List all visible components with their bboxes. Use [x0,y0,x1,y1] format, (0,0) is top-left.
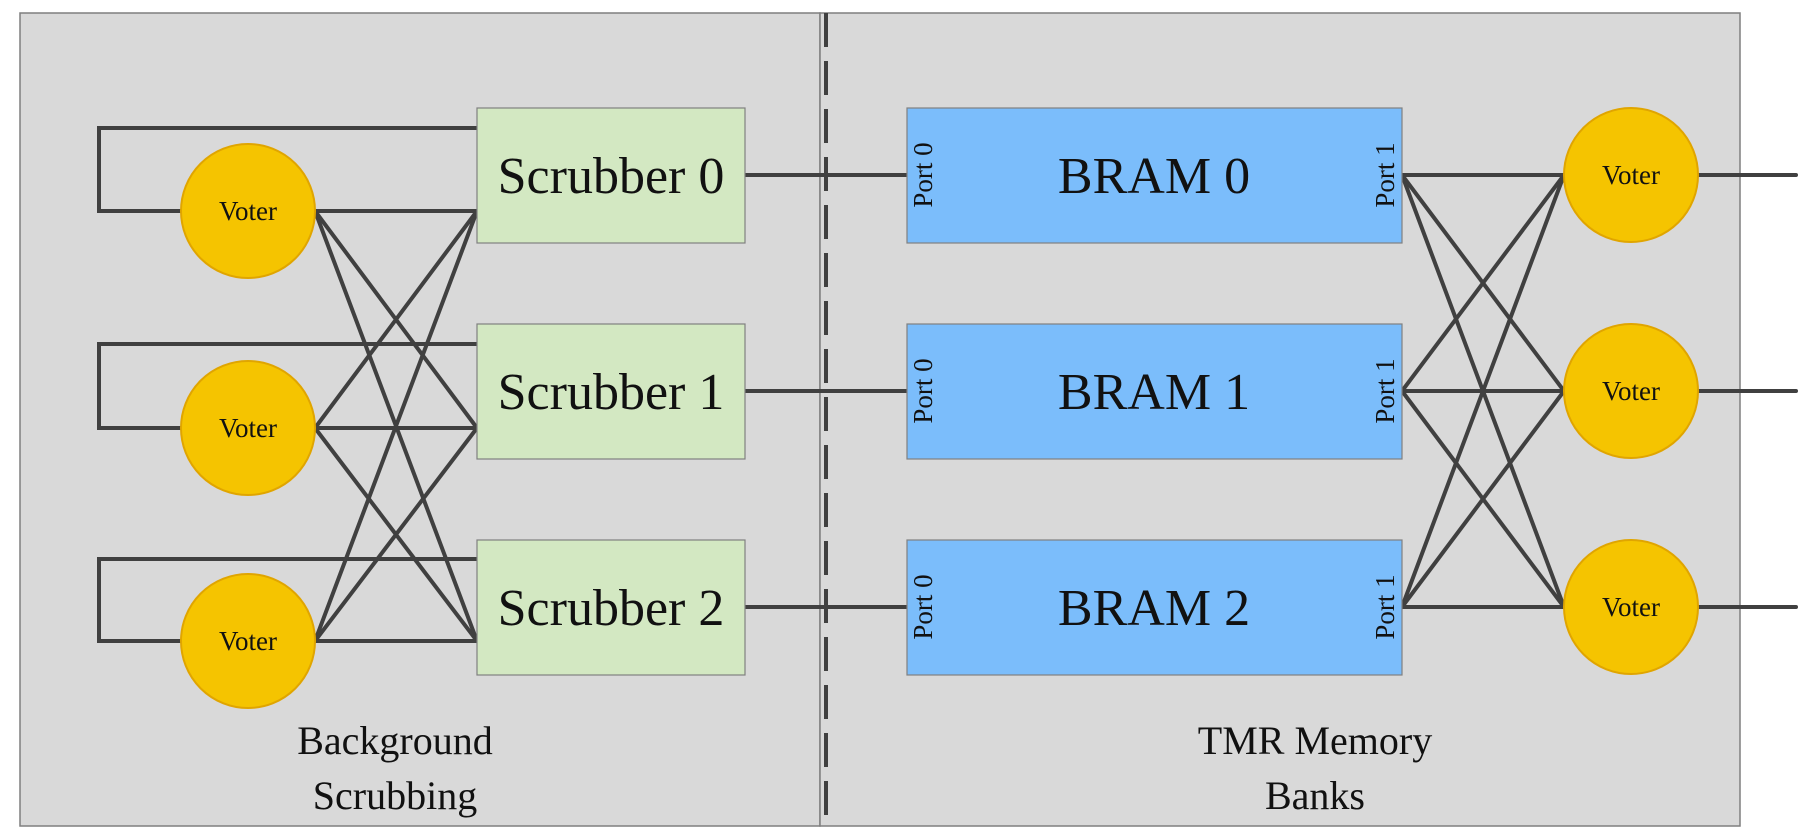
right-section-label-line1: TMR Memory [1198,718,1432,763]
bram-label: BRAM 0 [1058,148,1250,205]
port-0-label: Port 0 [908,574,938,639]
voter-label: Voter [219,626,277,656]
voter-label: Voter [1602,160,1660,190]
voter-label: Voter [1602,376,1660,406]
scrubber-bram-links [743,173,909,609]
bram1-to-voter0 [1400,173,1566,393]
voter2-to-scrubber1 [313,426,479,643]
bram2-to-voter0 [1400,173,1566,609]
left-voter-1: Voter [180,360,316,496]
right-wires [1400,173,1798,609]
scrubber-label: Scrubber 0 [498,148,725,205]
voter1-to-scrubber0 [313,209,479,430]
feedback-loop-2 [97,557,479,643]
scrubber-label: Scrubber 1 [498,364,725,421]
scrubber-0: Scrubber 0 [476,107,746,244]
voter-label: Voter [219,413,277,443]
port-1-label: Port 1 [1370,142,1400,207]
scrubber-label: Scrubber 2 [498,580,725,637]
port-1-label: Port 1 [1370,574,1400,639]
bram2-to-voter1 [1400,389,1566,609]
right-voter-0: Voter [1563,107,1699,243]
right-section-label-line2: Banks [1265,773,1365,818]
bram-label: BRAM 2 [1058,580,1250,637]
bram-1: BRAM 1 Port 0 Port 1 [906,323,1403,460]
voter-label: Voter [219,196,277,226]
feedback-loop-1 [97,342,479,430]
left-section-label-line2: Scrubbing [313,773,477,818]
left-voter-0: Voter [180,143,316,279]
port-1-label: Port 1 [1370,358,1400,423]
left-section-label-line1: Background [297,718,493,763]
scrubber-1: Scrubber 1 [476,323,746,460]
bram-2: BRAM 2 Port 0 Port 1 [906,539,1403,676]
bram-label: BRAM 1 [1058,364,1250,421]
right-voter-2: Voter [1563,539,1699,675]
scrubber-2: Scrubber 2 [476,539,746,676]
voter-label: Voter [1602,592,1660,622]
left-voter-2: Voter [180,573,316,709]
right-voter-1: Voter [1563,323,1699,459]
port-0-label: Port 0 [908,142,938,207]
port-0-label: Port 0 [908,358,938,423]
voter2-to-scrubber0 [313,209,479,643]
feedback-loop-0 [97,126,479,213]
bram-0: BRAM 0 Port 0 Port 1 [906,107,1403,244]
left-wires [97,126,479,643]
